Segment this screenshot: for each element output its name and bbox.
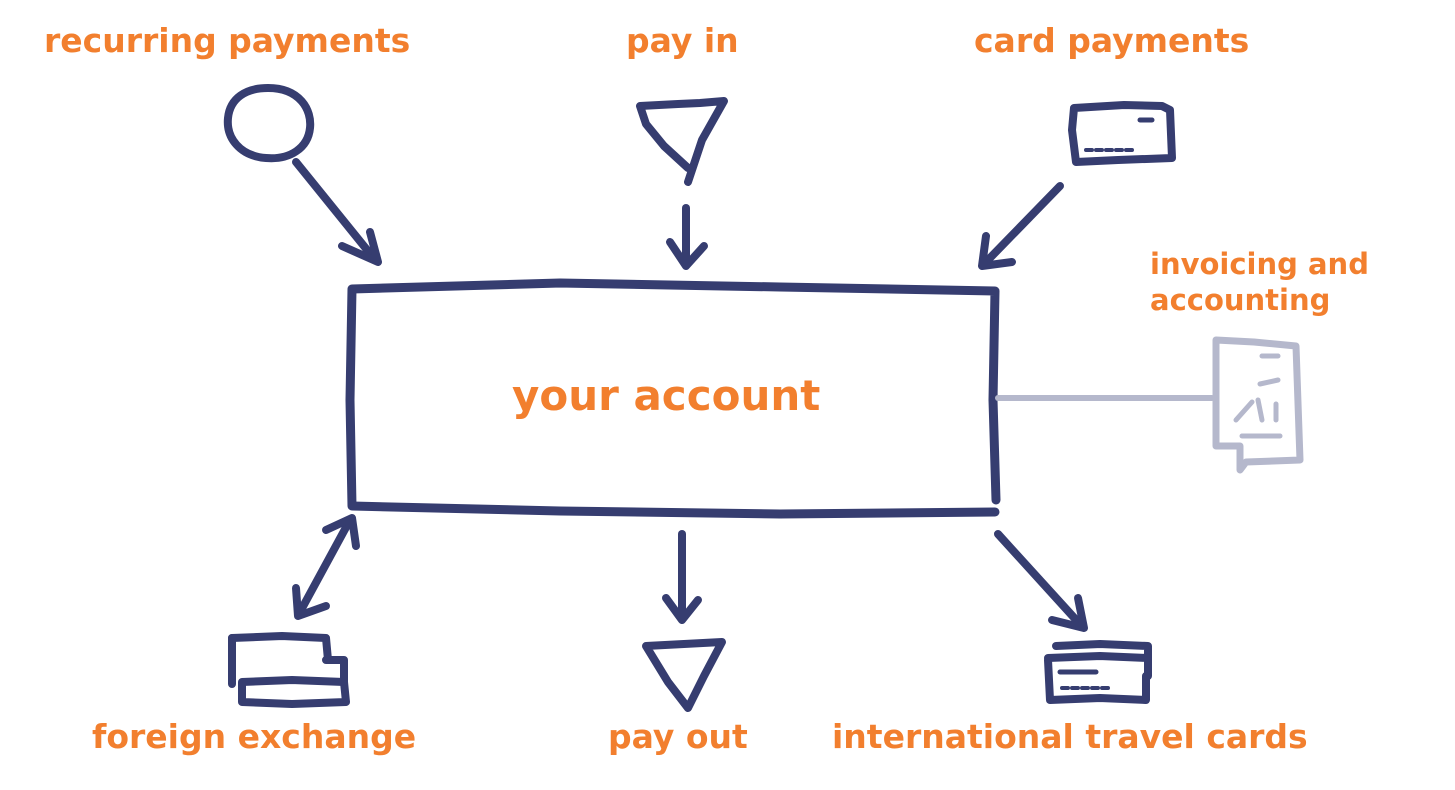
circle-icon xyxy=(223,84,315,163)
arrow-account-to-travel-cards xyxy=(994,530,1088,632)
stacked-notes-icon xyxy=(228,632,350,708)
arrow-card-to-account xyxy=(978,182,1064,270)
stacked-cards-icon xyxy=(1044,640,1152,704)
arrow-recurring-to-account xyxy=(292,158,382,266)
label-invoicing-line1: invoicing and xyxy=(1150,247,1369,281)
label-foreign-exchange: foreign exchange xyxy=(92,717,417,756)
label-recurring-payments: recurring payments xyxy=(44,21,411,60)
label-card-payments: card payments xyxy=(974,21,1250,60)
label-international-travel-cards: international travel cards xyxy=(832,717,1308,756)
funnel-triangle-icon xyxy=(636,97,728,186)
label-pay-in: pay in xyxy=(626,21,739,60)
label-your-account: your account xyxy=(512,371,821,420)
account-box xyxy=(345,278,1001,519)
label-invoicing-and-accounting: invoicing and accounting xyxy=(1150,246,1369,319)
arrow-account-to-payout xyxy=(662,530,702,624)
arrow-account-foreign-exchange xyxy=(292,514,360,620)
arrow-payin-to-account xyxy=(666,204,708,270)
funnel-triangle-icon xyxy=(642,638,726,712)
card-icon xyxy=(1068,101,1176,166)
label-pay-out: pay out xyxy=(608,717,748,756)
label-invoicing-line2: accounting xyxy=(1150,283,1331,318)
document-icon xyxy=(1212,336,1304,474)
